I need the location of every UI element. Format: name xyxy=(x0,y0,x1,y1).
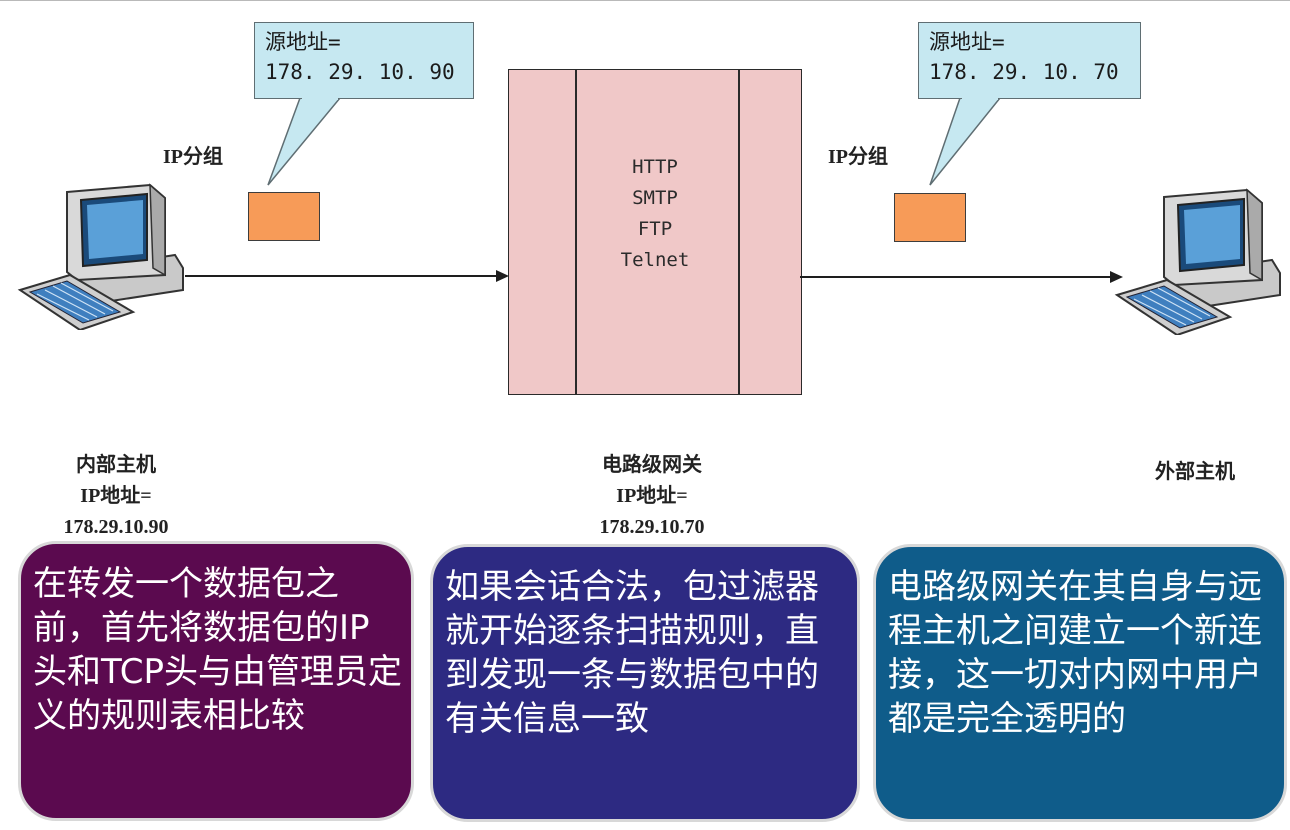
description-text-2: 如果会话合法，包过滤器就开始逐条扫描规则，直到发现一条与数据包中的有关信息一致 xyxy=(445,567,819,739)
callout-tails xyxy=(267,97,1002,186)
protocol-smtp: SMTP xyxy=(632,187,678,209)
external-host-label: 外部主机 xyxy=(1120,457,1270,488)
left-callout-joint xyxy=(302,97,338,100)
description-box-1: 在转发一个数据包之前，首先将数据包的IP头和TCP头与由管理员定义的规则表相比较 xyxy=(18,541,414,821)
gateway-host-ip-label: IP地址= xyxy=(616,485,688,507)
protocol-ftp: FTP xyxy=(637,218,673,240)
left-callout-line1: 源地址= xyxy=(265,30,341,54)
description-text-1: 在转发一个数据包之前，首先将数据包的IP头和TCP头与由管理员定义的规则表相比较 xyxy=(33,564,403,736)
gateway-host-name: 电路级网关 xyxy=(602,454,702,476)
right-packet-label: IP分组 xyxy=(828,146,888,168)
left-ip-packet xyxy=(248,192,320,241)
right-callout-line2: 178. 29. 10. 70 xyxy=(929,60,1119,84)
description-box-2: 如果会话合法，包过滤器就开始逐条扫描规则，直到发现一条与数据包中的有关信息一致 xyxy=(430,544,860,822)
right-callout-joint xyxy=(962,97,998,100)
computer-icon xyxy=(1114,188,1281,335)
internal-host-ip: 178.29.10.90 xyxy=(63,516,169,538)
protocol-http: HTTP xyxy=(632,156,678,178)
gateway-divider-right xyxy=(738,70,740,394)
gateway-host-label: 电路级网关 IP地址= 178.29.10.70 xyxy=(566,450,738,543)
right-arrow-line xyxy=(800,276,1112,278)
circuit-gateway: HTTP SMTP FTP Telnet xyxy=(508,69,802,395)
left-arrow-head xyxy=(496,270,509,282)
left-source-callout: 源地址= 178. 29. 10. 90 xyxy=(254,22,474,99)
left-packet-label: IP分组 xyxy=(163,146,223,168)
left-callout-line2: 178. 29. 10. 90 xyxy=(265,60,455,84)
external-host-name: 外部主机 xyxy=(1155,461,1235,483)
protocol-telnet: Telnet xyxy=(620,249,690,271)
description-text-3: 电路级网关在其自身与远程主机之间建立一个新连接，这一切对内网中用户都是完全透明的 xyxy=(888,567,1262,739)
description-box-3: 电路级网关在其自身与远程主机之间建立一个新连接，这一切对内网中用户都是完全透明的 xyxy=(873,544,1287,822)
right-arrow-head xyxy=(1110,271,1123,283)
gateway-divider-left xyxy=(575,70,577,394)
internal-host-name: 内部主机 xyxy=(76,454,156,476)
right-ip-packet xyxy=(894,193,966,242)
gateway-host-ip: 178.29.10.70 xyxy=(599,516,705,538)
right-callout-line1: 源地址= xyxy=(929,30,1005,54)
left-arrow-line xyxy=(185,275,497,277)
internal-host-label: 内部主机 IP地址= 178.29.10.90 xyxy=(30,450,202,543)
computer-icon xyxy=(17,183,184,330)
right-source-callout: 源地址= 178. 29. 10. 70 xyxy=(918,22,1141,99)
top-border xyxy=(0,0,1290,1)
internal-host-ip-label: IP地址= xyxy=(80,485,152,507)
